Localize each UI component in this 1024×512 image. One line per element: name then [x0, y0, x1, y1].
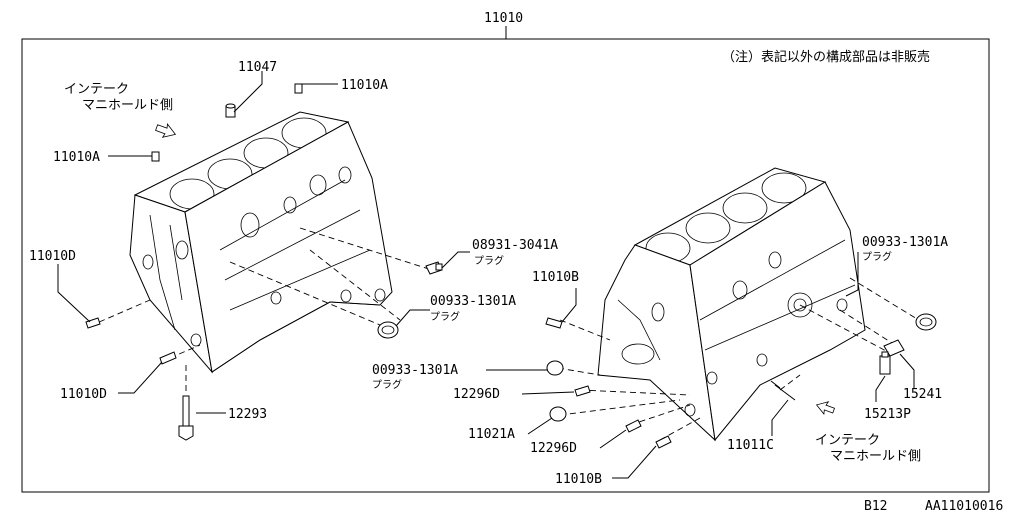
callout-11011c: 11011C [727, 438, 774, 453]
pin-11010b-bottom [655, 435, 672, 449]
pin-11010b-right [545, 317, 563, 329]
plug-00933-right [915, 313, 937, 331]
callout-11010a-left: 11010A [53, 150, 100, 165]
leader-lines [57, 71, 915, 479]
callout-00933-right-sub: プラグ [862, 250, 892, 263]
main-part-number: 11010 [484, 11, 523, 26]
dowel-11010a-left [151, 151, 160, 162]
callout-00933-mid-sub: プラグ [430, 310, 460, 323]
direction-arrow-right-icon [815, 401, 835, 415]
callout-11021a: 11021A [468, 427, 515, 442]
bushing-11021a [549, 406, 567, 422]
callout-11010b-bottom: 11010B [555, 472, 602, 487]
callout-00933-left: 00933-1301A [372, 363, 458, 378]
callout-11047: 11047 [238, 60, 277, 75]
callout-08931-3041a: 08931-3041A [472, 238, 558, 253]
footer-reference: AA11010016 [925, 499, 1003, 512]
dowel-11047 [225, 103, 236, 118]
note-text: （注）表記以外の構成部品は非販売 [722, 49, 930, 65]
intake-direction-right-line1: インテーク [815, 433, 880, 448]
callout-12296d-lower: 12296D [530, 441, 577, 456]
callout-11010a-top: 11010A [341, 78, 388, 93]
callout-15241: 15241 [903, 387, 942, 402]
assembly-lines-right [557, 277, 923, 441]
callout-00933-right: 00933-1301A [862, 235, 948, 250]
footer-code: B12 [864, 499, 887, 512]
cylinder-block-right [597, 167, 866, 442]
dowel-12296d-upper [574, 385, 591, 397]
callout-11010d-lower: 11010D [60, 387, 107, 402]
callout-00933-left-sub: プラグ [372, 378, 402, 391]
stud-11011c [770, 380, 796, 401]
callout-08931-3041a-sub: プラグ [474, 254, 504, 267]
callout-12293: 12293 [228, 407, 267, 422]
cylinder-block-left [129, 111, 393, 374]
pin-11010d-lower [159, 351, 177, 365]
intake-direction-left-line2: マニホールド側 [82, 98, 173, 113]
callout-11010b-right: 11010B [532, 270, 579, 285]
direction-arrow-left-icon [155, 123, 177, 138]
plug-00933-mid [377, 321, 399, 339]
intake-direction-left-line1: インテーク [64, 82, 129, 97]
pin-11010d-upper [85, 317, 101, 329]
plug-08931-3041a [425, 261, 443, 275]
callout-15213p: 15213P [864, 407, 911, 422]
callout-11010d-upper: 11010D [29, 249, 76, 264]
dowel-11010a-top [294, 83, 303, 94]
plug-00933-left [546, 360, 564, 376]
intake-direction-right-line2: マニホールド側 [830, 449, 921, 464]
callout-00933-mid: 00933-1301A [430, 294, 516, 309]
sensor-15213p [879, 351, 891, 375]
dowel-12296d-lower [625, 419, 642, 433]
bolt-12293 [178, 395, 194, 441]
callout-12296d-upper: 12296D [453, 387, 500, 402]
